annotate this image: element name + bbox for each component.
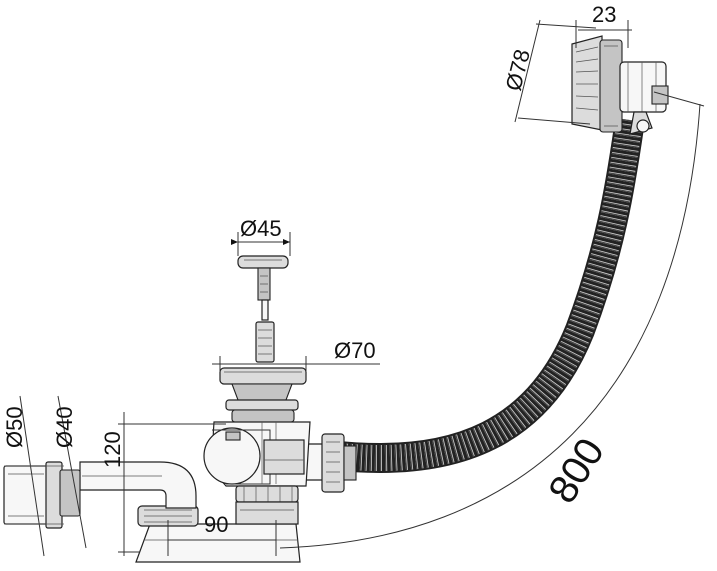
dim-45-label: Ø45 [240,216,282,241]
side-outlet [3,461,81,529]
pop-up-plug [237,255,289,363]
dimension-lines [4,19,705,557]
dim-23-label: 23 [592,2,616,27]
dim-90-label: 90 [204,512,228,537]
dim-78-label: Ø78 [501,47,535,93]
dim-800-label: 800 [540,431,613,511]
dim-40-label: Ø40 [52,406,77,448]
dim-70-label: Ø70 [334,338,376,363]
dim-120-label: 120 [100,431,125,468]
drain-body [203,367,311,503]
overflow-head [571,35,669,135]
overflow-hose [328,117,645,473]
dim-50-label: Ø50 [2,406,27,448]
